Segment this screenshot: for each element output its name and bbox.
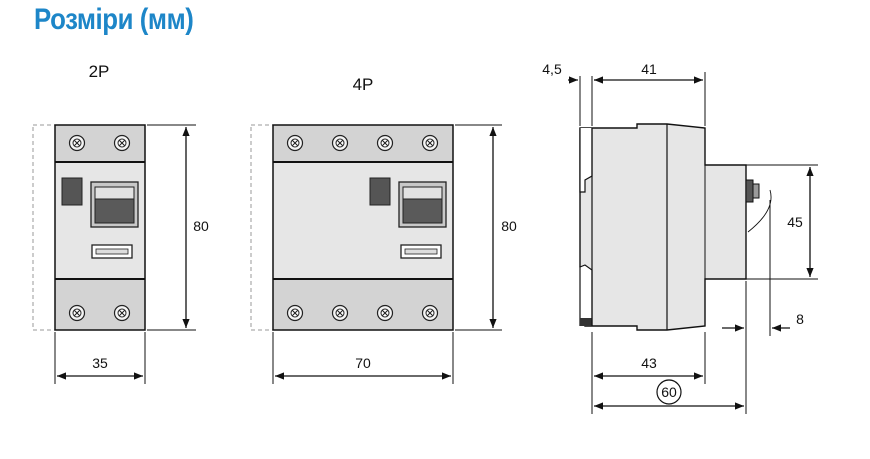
dim-handle-8 — [722, 200, 790, 414]
dim-depth-43-label: 43 — [641, 355, 657, 371]
dim-2p-height — [147, 124, 196, 331]
dim-depth-60 — [594, 379, 744, 410]
label-4p: 4P — [353, 75, 374, 94]
dim-4p-height — [455, 124, 502, 331]
front-view-2p — [32, 124, 146, 331]
dim-offset-label: 4,5 — [542, 61, 562, 77]
side-view — [579, 123, 772, 331]
dim-handle-8-label: 8 — [796, 311, 804, 327]
dim-handle-45-label: 45 — [787, 214, 803, 230]
dim-handle-45 — [746, 164, 818, 280]
label-2p: 2P — [89, 62, 110, 81]
dim-4p-width-label: 70 — [355, 355, 371, 371]
dim-depth-41 — [594, 72, 706, 126]
dim-depth-60-label: 60 — [661, 384, 677, 400]
dim-4p-width — [272, 332, 454, 384]
dim-depth-43 — [591, 332, 706, 414]
dim-depth-41-label: 41 — [641, 61, 657, 77]
dim-2p-width-label: 35 — [92, 355, 108, 371]
dim-2p-width — [54, 332, 146, 384]
dim-4p-height-label: 80 — [501, 218, 517, 234]
dim-2p-height-label: 80 — [193, 218, 209, 234]
front-view-4p — [250, 124, 454, 331]
page-title: Розміри (мм) — [34, 3, 194, 36]
dim-offset-4-5 — [568, 76, 603, 126]
